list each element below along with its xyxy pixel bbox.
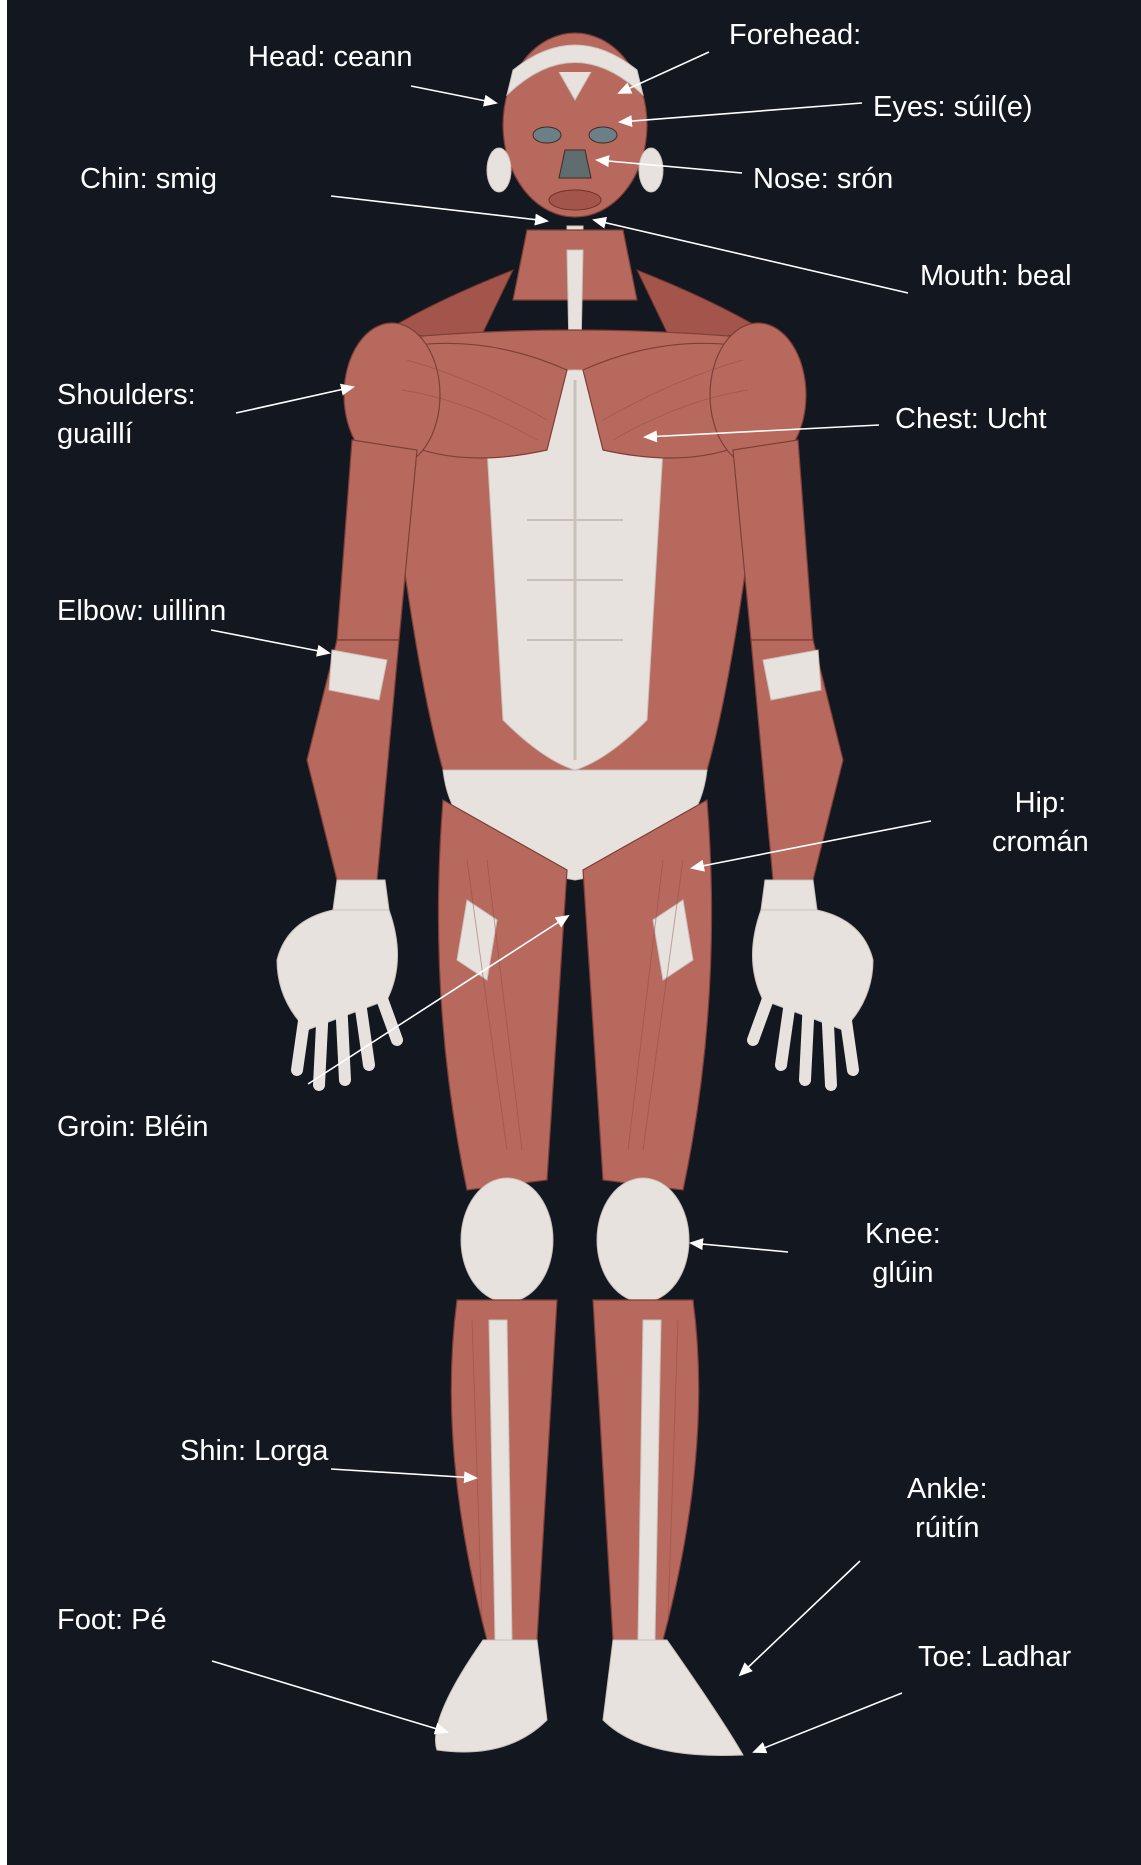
label-eyes: Eyes: súil(e) — [873, 88, 1033, 127]
label-ankle: Ankle: rúitín — [907, 1470, 988, 1548]
label-nose: Nose: srón — [753, 160, 893, 199]
arrow-chin — [331, 196, 547, 221]
arrow-foot — [212, 1661, 447, 1732]
label-ankle-line1: Ankle: — [907, 1470, 988, 1509]
arrow-knee — [691, 1243, 788, 1252]
arrow-toe — [754, 1693, 902, 1752]
label-groin: Groin: Bléin — [57, 1108, 209, 1147]
arrow-elbow — [211, 630, 329, 653]
label-hip-line2: cromán — [992, 823, 1089, 862]
arrow-shoulders — [236, 387, 353, 413]
label-toe: Toe: Ladhar — [918, 1638, 1071, 1677]
head-shape — [487, 33, 663, 244]
arrow-mouth — [594, 220, 908, 293]
arrow-head — [411, 86, 496, 103]
label-mouth: Mouth: beal — [920, 257, 1072, 296]
label-chin: Chin: smig — [80, 160, 217, 199]
label-chest: Chest: Ucht — [895, 400, 1047, 439]
arrow-eyes — [620, 103, 862, 122]
arrow-ankle — [740, 1561, 860, 1675]
label-elbow: Elbow: uillinn — [57, 592, 226, 631]
label-hip: Hip: cromán — [992, 784, 1089, 862]
left-leg-shape — [435, 800, 567, 1752]
label-shin: Shin: Lorga — [180, 1432, 328, 1471]
label-shoulders-line1: Shoulders: — [57, 376, 196, 415]
label-hip-line1: Hip: — [992, 784, 1089, 823]
label-ankle-line2: rúitín — [907, 1509, 988, 1548]
label-foot: Foot: Pé — [57, 1601, 167, 1640]
label-knee: Knee: glúin — [865, 1215, 941, 1293]
label-knee-line2: glúin — [865, 1254, 941, 1293]
label-forehead: Forehead: — [729, 16, 861, 55]
right-leg-shape — [583, 800, 743, 1756]
right-arm-shape — [733, 440, 873, 1085]
label-shoulders-line2: guaillí — [57, 415, 196, 454]
arrow-shin — [331, 1469, 476, 1478]
left-arm-shape — [277, 440, 417, 1085]
label-knee-line1: Knee: — [865, 1215, 941, 1254]
anatomy-diagram: Head: ceann Forehead: Eyes: súil(e) Nose… — [7, 0, 1141, 1865]
label-shoulders: Shoulders: guaillí — [57, 376, 196, 454]
label-head: Head: ceann — [248, 38, 412, 77]
